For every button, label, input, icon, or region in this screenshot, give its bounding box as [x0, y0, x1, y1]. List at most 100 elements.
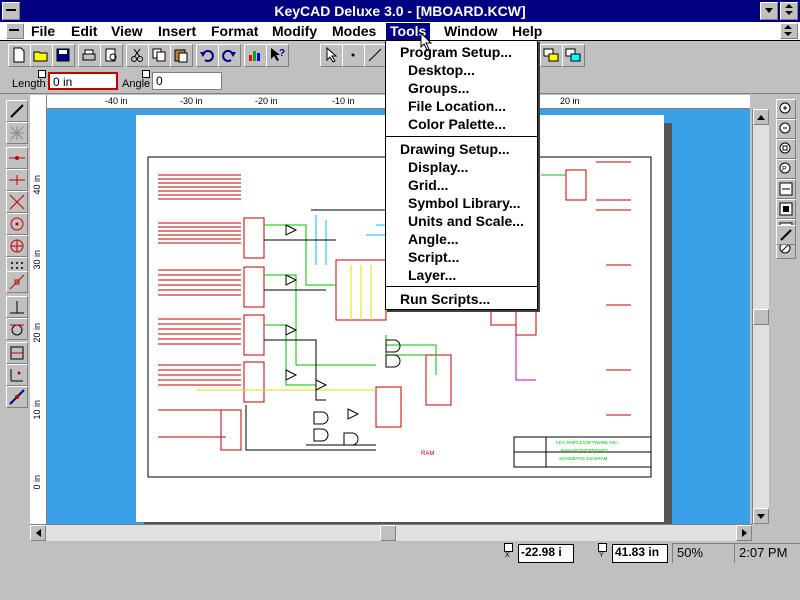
- menu-item-symbol-library[interactable]: Symbol Library...: [408, 195, 521, 211]
- print-preview-button[interactable]: [100, 44, 123, 67]
- snap-endpoint-button[interactable]: [6, 147, 28, 169]
- zoom-page-button[interactable]: [776, 199, 796, 219]
- h-tick: -30 in: [180, 96, 203, 106]
- line-icon: [368, 48, 382, 62]
- scroll-right-button[interactable]: [736, 525, 752, 541]
- scroll-left-button[interactable]: [30, 525, 46, 541]
- minimize-button[interactable]: [760, 2, 778, 20]
- copy-button[interactable]: [148, 44, 171, 67]
- doc-restore-button[interactable]: [780, 23, 798, 39]
- open-button[interactable]: [30, 44, 53, 67]
- redraw-button[interactable]: [776, 179, 796, 199]
- snap-quadrant-button[interactable]: [6, 235, 28, 257]
- select-tool-button[interactable]: [320, 44, 343, 67]
- menu-file[interactable]: File: [31, 23, 56, 39]
- angle-lock-checkbox[interactable]: [142, 70, 150, 78]
- tangent-icon: [10, 324, 24, 336]
- floppy-disk-icon: [56, 48, 70, 62]
- zoom-out-button[interactable]: [776, 119, 796, 139]
- menu-item-script[interactable]: Script...: [408, 249, 460, 265]
- symbols-button[interactable]: [562, 44, 585, 67]
- menu-modify[interactable]: Modify: [272, 23, 318, 39]
- edit-pencil-button[interactable]: [776, 225, 796, 245]
- redo-button[interactable]: [218, 44, 241, 67]
- vertical-scrollbar[interactable]: [752, 109, 769, 524]
- snap-perpendicular-button[interactable]: [6, 296, 28, 318]
- menu-format[interactable]: Format: [211, 23, 259, 39]
- arrow-pointer-icon: [326, 47, 338, 63]
- doc-system-menu-button[interactable]: [6, 23, 24, 39]
- svg-text:?: ?: [279, 48, 285, 59]
- point-tool-button[interactable]: [342, 44, 365, 67]
- x-coordinate-icon: X: [504, 543, 514, 559]
- snap-relative-button[interactable]: [6, 342, 28, 364]
- vertical-scroll-thumb[interactable]: [753, 309, 769, 325]
- menu-tools[interactable]: Tools: [386, 23, 431, 40]
- maximize-button[interactable]: [780, 2, 798, 20]
- menu-item-file-location[interactable]: File Location...: [408, 98, 507, 114]
- menu-item-units-and-scale[interactable]: Units and Scale...: [408, 213, 524, 229]
- menu-insert[interactable]: Insert: [158, 23, 197, 39]
- menu-item-grid[interactable]: Grid...: [408, 177, 449, 193]
- draw-tool-button[interactable]: [6, 100, 28, 122]
- horizontal-scrollbar[interactable]: [30, 524, 752, 541]
- vertical-ruler: 40 in 30 in 20 in 10 in 0 in: [30, 95, 47, 540]
- menu-item-display[interactable]: Display...: [408, 159, 469, 175]
- paste-button[interactable]: [170, 44, 193, 67]
- menu-separator: [386, 286, 537, 287]
- line-tool-button[interactable]: [364, 44, 387, 67]
- menu-window[interactable]: Window: [444, 23, 498, 39]
- menu-modes[interactable]: Modes: [332, 23, 377, 39]
- menu-help[interactable]: Help: [512, 23, 543, 39]
- scroll-down-button[interactable]: [753, 508, 769, 524]
- zoom-in-button[interactable]: [776, 99, 796, 119]
- snap-nearest-button[interactable]: [6, 271, 28, 293]
- angle-input[interactable]: 0: [152, 72, 222, 90]
- snap-along-button[interactable]: [6, 386, 28, 408]
- menu-item-run-scripts[interactable]: Run Scripts...: [400, 291, 491, 307]
- zoom-level: 50%: [672, 543, 736, 565]
- menu-item-desktop[interactable]: Desktop...: [408, 62, 475, 78]
- layers-button[interactable]: [540, 44, 563, 67]
- cut-button[interactable]: [126, 44, 149, 67]
- intersection-icon: [9, 194, 25, 210]
- v-tick: 20 in: [32, 323, 42, 343]
- zoom-window-button[interactable]: [776, 139, 796, 159]
- menu-item-angle[interactable]: Angle...: [408, 231, 459, 247]
- system-menu-button[interactable]: [2, 2, 20, 20]
- layers-icon: [543, 48, 559, 62]
- length-input[interactable]: 0 in: [48, 72, 118, 90]
- menu-edit[interactable]: Edit: [71, 23, 98, 39]
- zoom-previous-button[interactable]: P: [776, 159, 796, 179]
- help-button[interactable]: ?: [266, 44, 289, 67]
- undo-button[interactable]: [196, 44, 219, 67]
- menu-item-drawing-setup[interactable]: Drawing Setup...: [400, 141, 510, 157]
- page-icon: [779, 202, 793, 216]
- midpoint-icon: [9, 175, 25, 185]
- snap-midpoint-button[interactable]: [6, 169, 28, 191]
- snap-offset-button[interactable]: [6, 364, 28, 386]
- length-lock-checkbox[interactable]: [38, 70, 46, 78]
- snap-intersection-button[interactable]: [6, 191, 28, 213]
- ram-label: RAM: [421, 451, 434, 457]
- menu-item-layer[interactable]: Layer...: [408, 267, 457, 283]
- pencil-icon: [10, 104, 24, 118]
- snap-center-button[interactable]: [6, 213, 28, 235]
- title-block-line-2: RAM MOTHERBOARD: [561, 448, 609, 453]
- print-button[interactable]: [78, 44, 101, 67]
- save-button[interactable]: [52, 44, 75, 67]
- menu-item-color-palette[interactable]: Color Palette...: [408, 116, 507, 132]
- snap-tool-button[interactable]: [6, 122, 28, 144]
- menu-view[interactable]: View: [111, 23, 143, 39]
- chart-button[interactable]: [244, 44, 267, 67]
- snap-tangent-button[interactable]: [6, 318, 28, 340]
- new-file-icon: [13, 47, 25, 63]
- new-button[interactable]: [8, 44, 31, 67]
- h-tick: 20 in: [560, 96, 580, 106]
- scroll-up-button[interactable]: [753, 109, 769, 125]
- horizontal-scroll-thumb[interactable]: [380, 525, 396, 541]
- menu-item-groups[interactable]: Groups...: [408, 80, 470, 96]
- center-circle-icon: [10, 217, 24, 231]
- endpoint-icon: [9, 156, 25, 160]
- svg-text:X: X: [505, 552, 510, 557]
